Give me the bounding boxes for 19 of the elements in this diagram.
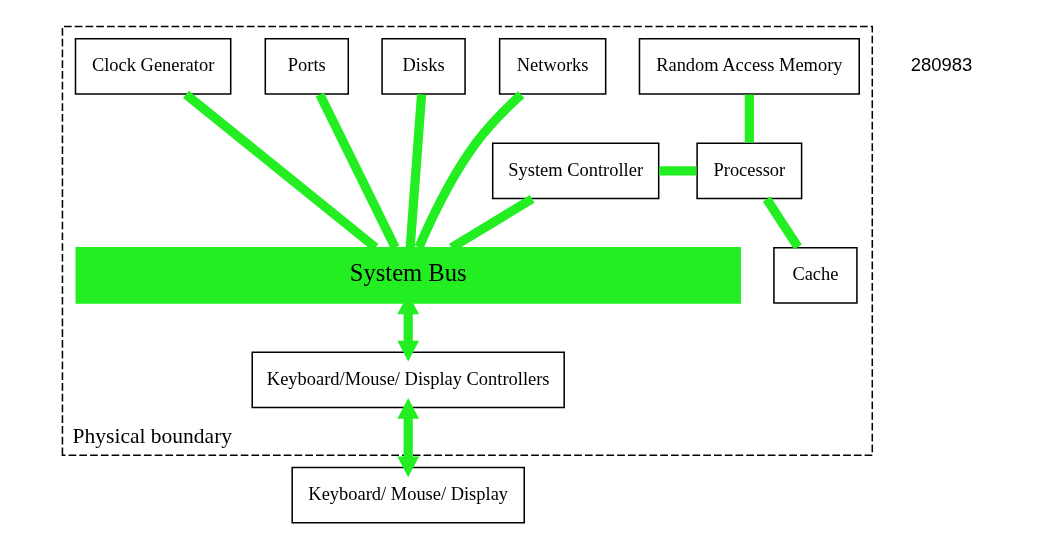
arrow: [396, 398, 419, 478]
node-box: Clock Generator: [74, 38, 231, 95]
connector: [414, 91, 524, 250]
node-box: Ports: [264, 38, 349, 95]
node-box: Processor: [695, 142, 802, 200]
connector: [658, 166, 696, 176]
node-box: System Bus: [75, 247, 741, 304]
node-box: Cache: [772, 247, 858, 304]
connector: [315, 92, 399, 250]
label: 280983: [910, 54, 972, 76]
node-box: Keyboard/ Mouse/ Display: [290, 466, 525, 524]
node-box: Random Access Memory: [638, 38, 860, 95]
node-box: Keyboard/Mouse/ Display Controllers: [250, 351, 565, 409]
connector: [405, 94, 426, 248]
node-box: Disks: [380, 38, 466, 95]
connector: [762, 196, 802, 250]
node-box: Networks: [498, 38, 606, 95]
node-box: System Controller: [491, 142, 659, 200]
connector: [744, 94, 754, 143]
